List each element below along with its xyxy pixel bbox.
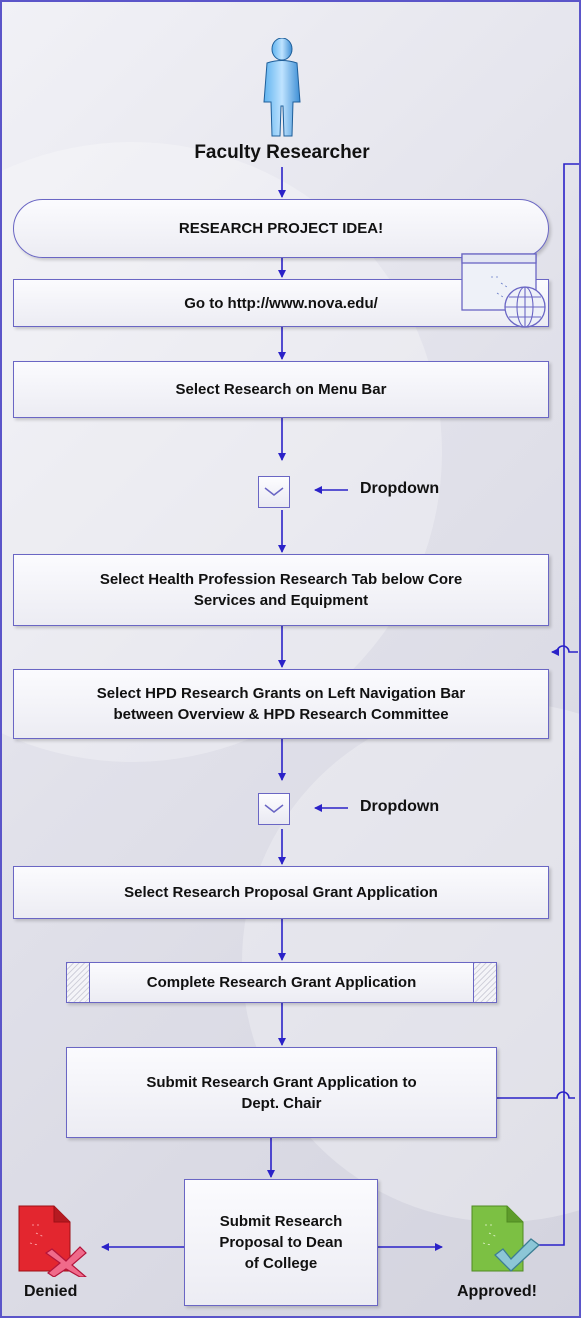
dropdown-label: Dropdown	[360, 480, 440, 497]
step-label-line: of College	[244, 1255, 318, 1272]
step-select-research-menu[interactable]: Select Research on Menu Bar	[13, 361, 549, 418]
step-health-profession-tab[interactable]: Select Health Profession Research Tab be…	[13, 554, 549, 626]
person-icon	[259, 37, 305, 143]
approved-label: Approved!	[457, 1283, 537, 1300]
step-label: RESEARCH PROJECT IDEA!	[178, 220, 384, 237]
step-label: Select Research on Menu Bar	[175, 381, 387, 398]
step-research-idea[interactable]: RESEARCH PROJECT IDEA!	[13, 199, 549, 258]
denied-document-icon	[18, 1205, 92, 1282]
chevron-down-icon	[264, 487, 284, 496]
step-label: Complete Research Grant Application	[146, 974, 417, 991]
step-label-line: Proposal to Dean	[219, 1234, 343, 1251]
step-label-line: Dept. Chair	[241, 1094, 322, 1112]
step-label: Go to http://www.nova.edu/	[184, 294, 378, 312]
dropdown-chevron-1[interactable]	[258, 476, 290, 508]
step-label-line: Select Health Profession Research Tab be…	[99, 571, 463, 588]
denied-label: Denied	[24, 1283, 78, 1300]
dropdown-chevron-2[interactable]	[258, 793, 290, 825]
step-submit-to-dean[interactable]: Submit Research Proposal to Dean of Coll…	[184, 1179, 378, 1306]
dropdown-label: Dropdown	[360, 798, 440, 815]
step-label: Select Research Proposal Grant Applicati…	[124, 884, 438, 901]
step-hpd-research-grants[interactable]: Select HPD Research Grants on Left Navig…	[13, 669, 549, 739]
feedback-connector	[551, 645, 578, 656]
feedback-connector	[497, 1091, 575, 1099]
step-label-line: Submit Research	[219, 1213, 343, 1230]
actor-label: Faculty Researcher	[194, 142, 370, 163]
step-label-line: Select HPD Research Grants on Left Navig…	[96, 685, 466, 702]
chevron-down-icon	[264, 804, 284, 813]
web-page-icon	[461, 253, 553, 334]
step-submit-to-chair[interactable]: Submit Research Grant Application to Dep…	[66, 1047, 497, 1138]
step-label-line: Submit Research Grant Application to	[146, 1073, 417, 1091]
step-label-line: Services and Equipment	[193, 592, 369, 609]
step-complete-application[interactable]: Complete Research Grant Application	[66, 962, 497, 1003]
step-select-proposal-application[interactable]: Select Research Proposal Grant Applicati…	[13, 866, 549, 919]
step-label-line: between Overview & HPD Research Committe…	[113, 706, 449, 723]
approved-document-icon	[471, 1205, 545, 1282]
step-go-to-website[interactable]: Go to http://www.nova.edu/	[13, 279, 549, 327]
approval-return-connector	[529, 163, 579, 1246]
